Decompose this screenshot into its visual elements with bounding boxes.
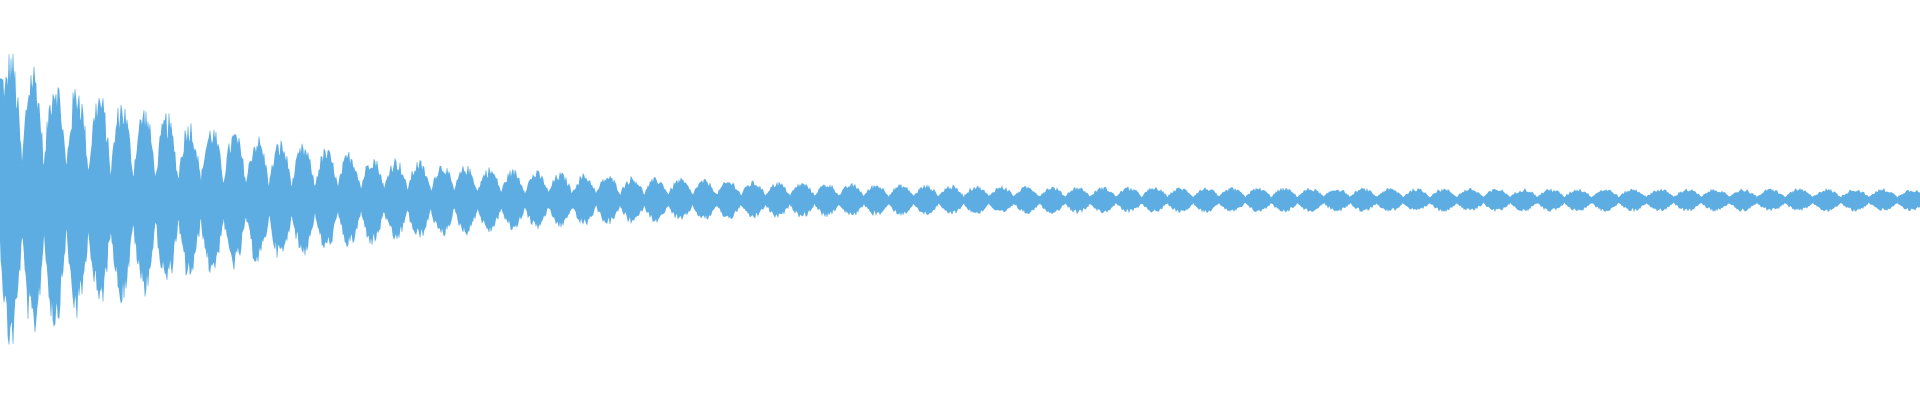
waveform-shape bbox=[0, 53, 1920, 345]
